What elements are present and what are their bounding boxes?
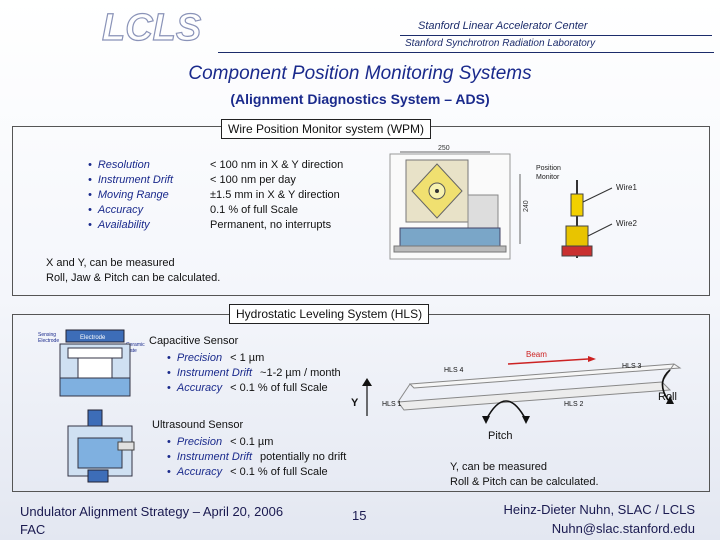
list-item: •Accuracy< 0.1 % of full Scale [167, 466, 328, 478]
hls4-label: HLS 4 [444, 367, 464, 374]
wpm-support [561, 245, 593, 257]
footer-author: Heinz-Dieter Nuhn, SLAC / LCLS [503, 502, 695, 517]
hls2-label: HLS 2 [564, 401, 584, 408]
capacitive-spec-list: •Precision< 1 µm •Instrument Drift~1-2 µ… [167, 351, 341, 396]
list-item: •Accuracy [88, 204, 144, 216]
page-number: 15 [352, 508, 367, 523]
electrode-label: Electrode [38, 338, 59, 344]
roll-arrow [661, 369, 671, 401]
beam-label: Beam [526, 350, 547, 359]
hls1-label: HLS 1 [382, 401, 402, 408]
wpm-value-list: < 100 nm in X & Y direction < 100 nm per… [210, 158, 343, 233]
wire2-label: Wire2 [616, 219, 637, 228]
list-item: •Availability [88, 219, 150, 231]
header-divider-1 [400, 35, 712, 36]
wpm-note-line-1: X and Y, can be measured [46, 257, 175, 269]
list-item: •Precision< 1 µm [167, 352, 265, 364]
hls-beam-diagram: Beam HLS 4 HLS 3 HLS 1 HLS 2 [382, 350, 682, 424]
list-item: 0.1 % of full Scale [210, 204, 299, 216]
list-item: •Accuracy< 0.1 % of full Scale [167, 382, 328, 394]
capacitive-sensor-diagram: Electrode Sensing Electrode Ceramic plat… [38, 329, 145, 397]
wire1-label: Wire1 [616, 183, 637, 192]
capacitive-sensor-title: Capacitive Sensor [149, 335, 239, 347]
wpm-dim-side: 240 [523, 200, 530, 212]
list-item: •Instrument Drift [88, 174, 174, 186]
list-item: ±1.5 mm in X & Y direction [210, 189, 340, 201]
ultrasound-probe [87, 469, 109, 483]
list-item: •Precision< 0.1 µm [167, 436, 274, 448]
pitch-arrow [485, 400, 527, 421]
wpm-note-line-2: Roll, Jaw & Pitch can be calculated. [46, 272, 221, 284]
wpm-diagram: 250 240 Position Monitor Wire1 Wire2 [389, 145, 637, 260]
wpm-label: Wire Position Monitor system (WPM) [221, 119, 432, 139]
list-item: •Resolution [88, 159, 150, 171]
roll-label: Roll [658, 391, 677, 403]
footer-left: Undulator Alignment Strategy – April 20,… [20, 503, 283, 539]
footer-event: Undulator Alignment Strategy – April 20,… [20, 504, 284, 519]
hls-label: Hydrostatic Leveling System (HLS) [229, 304, 430, 324]
water-level [59, 377, 131, 397]
ceramic-label: Ceramic [126, 342, 145, 348]
lcls-logo: LCLS [101, 6, 201, 48]
ultrasound-sensor-diagram [67, 409, 135, 483]
wpm-base [399, 227, 501, 247]
y-axis-arrow [362, 378, 372, 416]
position-monitor-label-2: Monitor [536, 174, 560, 181]
ultrasound-sensor-title: Ultrasound Sensor [152, 419, 244, 431]
slide-subtitle: (Alignment Diagnostics System – ADS) [230, 91, 490, 107]
org-line-2: Stanford Synchrotron Radiation Laborator… [405, 38, 596, 49]
footer-right: Heinz-Dieter Nuhn, SLAC / LCLS Nuhn@slac… [470, 500, 695, 538]
plate-label: plate [126, 348, 137, 354]
wpm-note: X and Y, can be measured Roll, Jaw & Pit… [46, 256, 220, 286]
list-item: •Instrument Drift~1-2 µm / month [167, 367, 341, 379]
list-item: •Moving Range [88, 189, 169, 201]
hls-note-line-1: Y, can be measured [450, 461, 548, 473]
hls-note-line-2: Roll & Pitch can be calculated. [450, 476, 599, 488]
wpm-param-list: •Resolution •Instrument Drift •Moving Ra… [88, 158, 173, 233]
wpm-dim-top: 250 [438, 145, 450, 152]
sensing-label: Sensing [38, 332, 56, 338]
y-axis-label: Y [351, 397, 359, 409]
slide-title: Component Position Monitoring Systems [188, 63, 532, 84]
footer-email[interactable]: Nuhn@slac.stanford.edu [551, 521, 695, 536]
beam-line [507, 358, 589, 365]
pitch-label: Pitch [488, 430, 513, 442]
header-divider-2 [218, 52, 714, 53]
list-item: < 100 nm in X & Y direction [210, 159, 344, 171]
footer-committee: FAC [20, 522, 46, 537]
wire1-monitor [570, 193, 584, 217]
position-monitor-label-1: Position [536, 165, 561, 172]
logo-text: LCLS [102, 7, 201, 48]
hls-note: Y, can be measured Roll & Pitch can be c… [450, 460, 599, 490]
hls3-label: HLS 3 [622, 363, 642, 370]
list-item: Permanent, no interrupts [210, 219, 332, 231]
org-line-1: Stanford Linear Accelerator Center [418, 20, 588, 32]
list-item: < 100 nm per day [210, 174, 296, 186]
cap-electrode-top-label: Electrode [80, 335, 106, 341]
